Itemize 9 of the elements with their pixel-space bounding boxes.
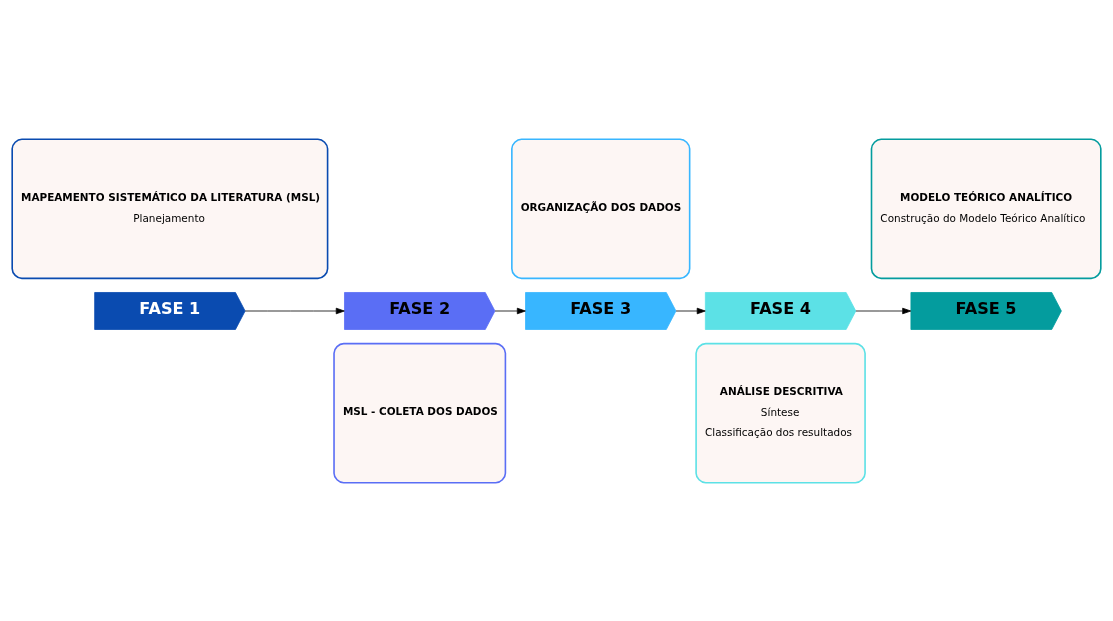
arrow xyxy=(494,307,526,314)
arrow xyxy=(675,307,706,314)
node-box: MODELO TEÓRICO ANALÍTICO Construção do Modelo Teórico Analítico xyxy=(870,137,1102,279)
arrow xyxy=(855,307,912,314)
arrow xyxy=(244,307,345,314)
node-box: ANÁLISE DESCRITIVA Síntese Classificação dos resultados xyxy=(695,342,866,484)
node-box: ORGANIZAÇÃO DOS DADOS xyxy=(511,137,691,279)
node-box: MSL - COLETA DOS DADOS xyxy=(333,342,507,484)
node-box: MAPEAMENTO SISTEMÁTICO DA LITERATURA (MSL) Planejamento xyxy=(11,137,329,279)
